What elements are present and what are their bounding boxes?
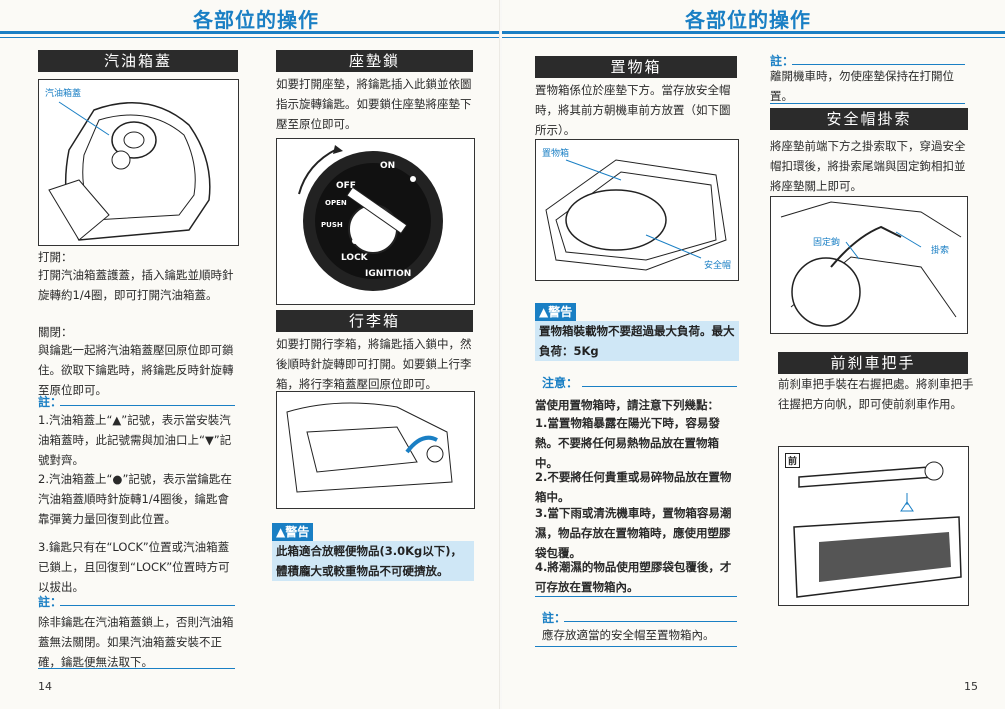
helmet-hook-header: 安全帽掛索 (770, 108, 968, 130)
storage-note-label: 註： (542, 611, 567, 625)
note-underline (38, 668, 235, 669)
fuel-cap-header: 汽油箱蓋 (38, 50, 238, 72)
top-note-text: 離開機車時，勿使座墊保持在打開位置。 (770, 69, 954, 103)
storage-figure: 置物箱 安全帽 (535, 139, 739, 281)
label-push: PUSH (321, 221, 343, 229)
note-underline (582, 386, 737, 387)
fuel-open-title: 打開： (38, 250, 73, 264)
storage-illustration (545, 159, 727, 271)
top-note-label: 註： (770, 54, 795, 68)
fuel-open-text: 打開汽油箱蓋護蓋，插入鑰匙並順時針旋轉約1/4圈，即可打開汽油箱蓋。 (38, 268, 234, 302)
title-rule-thin (0, 37, 500, 38)
trunk-warning-label: ▲警告 (272, 523, 314, 541)
label-ignition: IGNITION (365, 269, 412, 279)
fuel-note-2: 2.汽油箱蓋上“●”記號，表示當鑰匙在汽油箱蓋順時針旋轉1/4圈後，鑰匙會靠彈簧… (38, 472, 232, 526)
front-brake-figure: 前 (778, 446, 969, 606)
trunk-figure (276, 391, 475, 509)
note-underline (564, 621, 737, 622)
warning-text: 警告 (548, 305, 573, 319)
front-label: 前 (785, 453, 801, 468)
helmet-hook-illustration (780, 201, 962, 327)
title-rule (0, 31, 500, 34)
title-rule (502, 31, 1005, 34)
page-title: 各部位的操作 (193, 8, 319, 32)
trunk-header: 行李箱 (276, 310, 473, 332)
note-underline (60, 605, 235, 606)
fuel-note2-text: 除非鑰匙在汽油箱蓋鎖上，否則汽油箱蓋無法關閉。如果汽油箱蓋安裝不正確，鑰匙便無法… (38, 615, 234, 669)
gutter (499, 0, 503, 709)
ignition-switch-illustration (298, 145, 443, 291)
caution-item-1: 1.當置物箱暴露在陽光下時，容易發熱。不要將任何易熱物品放在置物箱中。 (535, 416, 720, 470)
label-open: OPEN (325, 199, 347, 207)
caution-item-2: 2.不要將任何貴重或易碎物品放在置物箱中。 (535, 470, 732, 504)
page-title: 各部位的操作 (685, 8, 811, 32)
page-number: 14 (38, 680, 52, 693)
note-underline (60, 405, 235, 406)
storage-caution-label: 注意： (542, 376, 579, 390)
fuel-note-1: 1.汽油箱蓋上“▲”記號，表示當安裝汽油箱蓋時，此記號需與加油口上“▼”記號對齊… (38, 413, 232, 467)
fuel-close-text: 與鑰匙一起將汽油箱蓋壓回原位即可鎖住。欲取下鑰匙時，將鑰匙反時針旋轉至原位即可。 (38, 343, 234, 397)
helmet-hook-text: 將座墊前端下方之掛索取下，穿過安全帽扣環後，將掛索尾端與固定鉤相扣並將座墊關上即… (770, 139, 966, 193)
seat-lock-text: 如要打開座墊，將鑰匙插入此鎖並依圖指示旋轉鑰匙。如要鎖住座墊將座墊下壓至原位即可… (276, 77, 472, 131)
warning-icon: ▲ (539, 305, 549, 319)
storage-warning-text: 置物箱裝載物不要超過最大負荷。最大負荷：5Kg (535, 321, 739, 361)
title-rule-thin (502, 37, 1005, 38)
trunk-illustration (286, 402, 453, 493)
storage-warning-label: ▲警告 (535, 303, 577, 321)
fuel-cap-figure-label: 汽油箱蓋 (45, 89, 82, 99)
right-page: 各部位的操作 置物箱 置物箱係位於座墊下方。當存放安全帽時，將其前方朝機車前方放… (502, 0, 1005, 709)
hook-label: 固定鉤 (813, 238, 841, 248)
storage-caution-intro: 當使用置物箱時，請注意下列幾點： (535, 398, 719, 412)
warning-icon: ▲ (276, 525, 286, 539)
fuel-cap-illustration (48, 101, 211, 241)
fuel-note2-label: 註： (38, 595, 63, 609)
storage-header: 置物箱 (535, 56, 737, 78)
note-underline (535, 596, 737, 597)
front-brake-text: 前刹車把手裝在右握把處。將刹車把手往握把方向帆，即可使前刹車作用。 (778, 377, 974, 411)
fuel-note-3: 3.鑰匙只有在“LOCK”位置或汽油箱蓋已鎖上，且回復到“LOCK”位置時方可以… (38, 540, 230, 594)
trunk-text: 如要打開行李箱，將鑰匙插入鎖中，然後順時針旋轉即可打開。如要鎖上行李箱，將行李箱… (276, 337, 472, 391)
caution-item-4: 4.將潮濕的物品使用塑膠袋包覆後，才可存放在置物箱內。 (535, 560, 732, 594)
left-page: 各部位的操作 汽油箱蓋 汽油箱蓋 打開： 打開汽油箱蓋護蓋，插入鑰匙並順時針旋轉… (0, 0, 500, 709)
helmet-hook-figure: 固定鉤 掛索 (770, 196, 968, 334)
storage-note-text: 應存放適當的安全帽至置物箱內。 (542, 628, 715, 642)
fuel-cap-figure: 汽油箱蓋 (38, 79, 239, 246)
seat-lock-header: 座墊鎖 (276, 50, 473, 72)
seat-lock-figure: ON OFF OPEN PUSH LOCK IGNITION (276, 138, 475, 305)
storage-text: 置物箱係位於座墊下方。當存放安全帽時，將其前方朝機車前方放置（如下圖所示）。 (535, 83, 731, 137)
cable-label: 掛索 (931, 246, 950, 256)
warning-text: 警告 (285, 525, 310, 539)
label-off: OFF (336, 181, 356, 191)
page-number: 15 (964, 680, 978, 693)
front-brake-header: 前刹車把手 (778, 352, 968, 374)
caution-item-3: 3.當下雨或清洗機車時，置物箱容易潮濕，物品存放在置物箱時，應使用塑膠袋包覆。 (535, 506, 732, 560)
note-underline (792, 64, 965, 65)
label-lock: LOCK (341, 253, 368, 263)
note-underline (770, 103, 965, 104)
storage-box-label: 置物箱 (542, 149, 570, 159)
note-underline (535, 646, 737, 647)
label-on: ON (380, 161, 396, 171)
front-brake-illustration (793, 461, 962, 598)
fuel-note-label: 註： (38, 395, 63, 409)
helmet-label: 安全帽 (704, 261, 732, 271)
trunk-warning-text: 此箱適合放輕便物品(3.0Kg以下)，體積龐大或較重物品不可硬擠放。 (272, 541, 474, 581)
fuel-close-title: 關閉： (38, 325, 73, 339)
